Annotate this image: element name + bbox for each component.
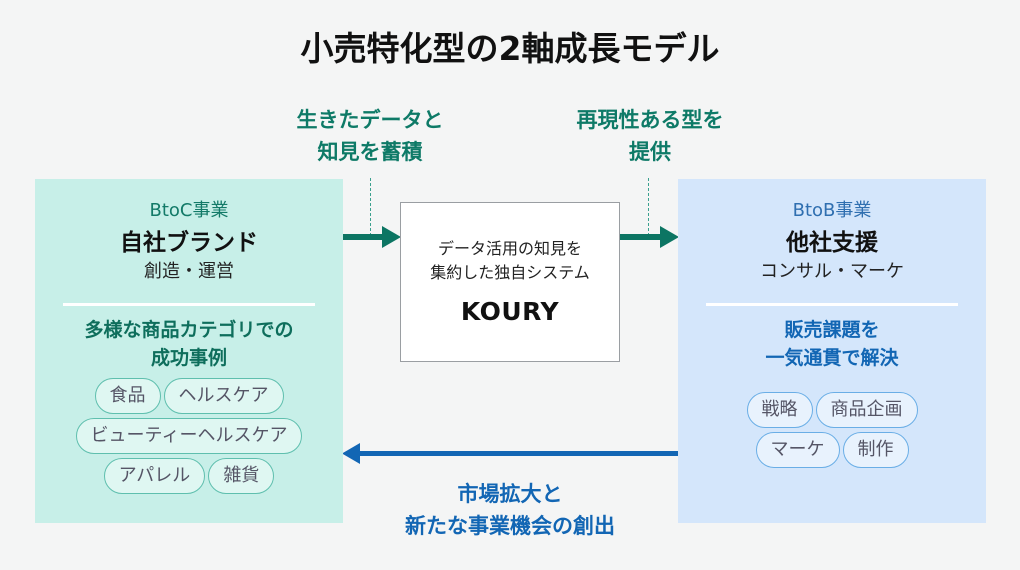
- arrow-btob-to-btoc: [342, 443, 680, 464]
- btoc-heading: 自社ブランド: [120, 230, 258, 256]
- koury-description-line: データ活用の知見を: [437, 239, 582, 258]
- btoc-description: 創造・運営: [144, 261, 234, 282]
- tag: 雑貨: [208, 458, 275, 494]
- btob-highlight: 販売課題を 一気通貫で解決: [678, 316, 986, 372]
- btoc-highlight: 多様な商品カテゴリでの 成功事例: [35, 316, 343, 372]
- tag: 商品企画: [815, 392, 918, 428]
- btoc-category: BtoC事業: [149, 200, 229, 221]
- flow-label-line: 新たな事業機会の創出: [405, 514, 615, 538]
- btoc-panel: BtoC事業 自社ブランド 創造・運営 多様な商品カテゴリでの 成功事例 食品 …: [35, 179, 343, 523]
- tag: ビューティーヘルスケア: [75, 418, 303, 454]
- btob-highlight-line: 一気通貫で解決: [765, 347, 899, 369]
- btob-panel: BtoB事業 他社支援 コンサル・マーケ 販売課題を 一気通貫で解決 戦略 商品…: [678, 179, 986, 523]
- tag: 戦略: [746, 392, 813, 428]
- divider: [706, 303, 958, 306]
- koury-name: KOURY: [460, 297, 560, 326]
- flow-label-expand: 市場拡大と 新たな事業機会の創出: [350, 478, 670, 542]
- btoc-highlight-line: 多様な商品カテゴリでの: [84, 319, 294, 341]
- arrow-koury-to-btob: [620, 226, 679, 248]
- btob-tags: 戦略 商品企画 マーケ 制作: [678, 392, 986, 468]
- btob-heading: 他社支援: [786, 230, 878, 256]
- btoc-tags: 食品 ヘルスケア ビューティーヘルスケア アパレル 雑貨: [35, 378, 343, 494]
- flow-label-line: 生きたデータと: [296, 108, 444, 132]
- koury-description-line: 集約した独自システム: [430, 263, 590, 282]
- page-title: 小売特化型の2軸成長モデル: [300, 29, 720, 68]
- tag: 食品: [94, 378, 161, 414]
- dashed-leader-right: [648, 178, 649, 236]
- flow-label-accumulate: 生きたデータと 知見を蓄積: [265, 104, 475, 168]
- btob-category: BtoB事業: [792, 200, 872, 221]
- arrow-btoc-to-koury: [340, 226, 401, 248]
- flow-label-line: 知見を蓄積: [317, 140, 423, 164]
- flow-label-line: 提供: [629, 140, 671, 164]
- btob-highlight-line: 販売課題を: [784, 319, 880, 341]
- tag: マーケ: [755, 432, 840, 468]
- btoc-highlight-line: 成功事例: [150, 347, 227, 369]
- divider: [63, 303, 315, 306]
- flow-label-line: 市場拡大と: [457, 482, 563, 506]
- flow-label-provide: 再現性ある型を 提供: [545, 104, 755, 168]
- tag: 制作: [842, 432, 909, 468]
- dashed-leader-left: [370, 178, 371, 236]
- flow-label-line: 再現性ある型を: [576, 108, 724, 132]
- koury-system-box: データ活用の知見を 集約した独自システム KOURY: [400, 202, 620, 362]
- btob-description: コンサル・マーケ: [760, 261, 904, 282]
- tag: アパレル: [103, 458, 206, 494]
- koury-description: データ活用の知見を 集約した独自システム: [401, 237, 619, 285]
- tag: ヘルスケア: [163, 378, 284, 414]
